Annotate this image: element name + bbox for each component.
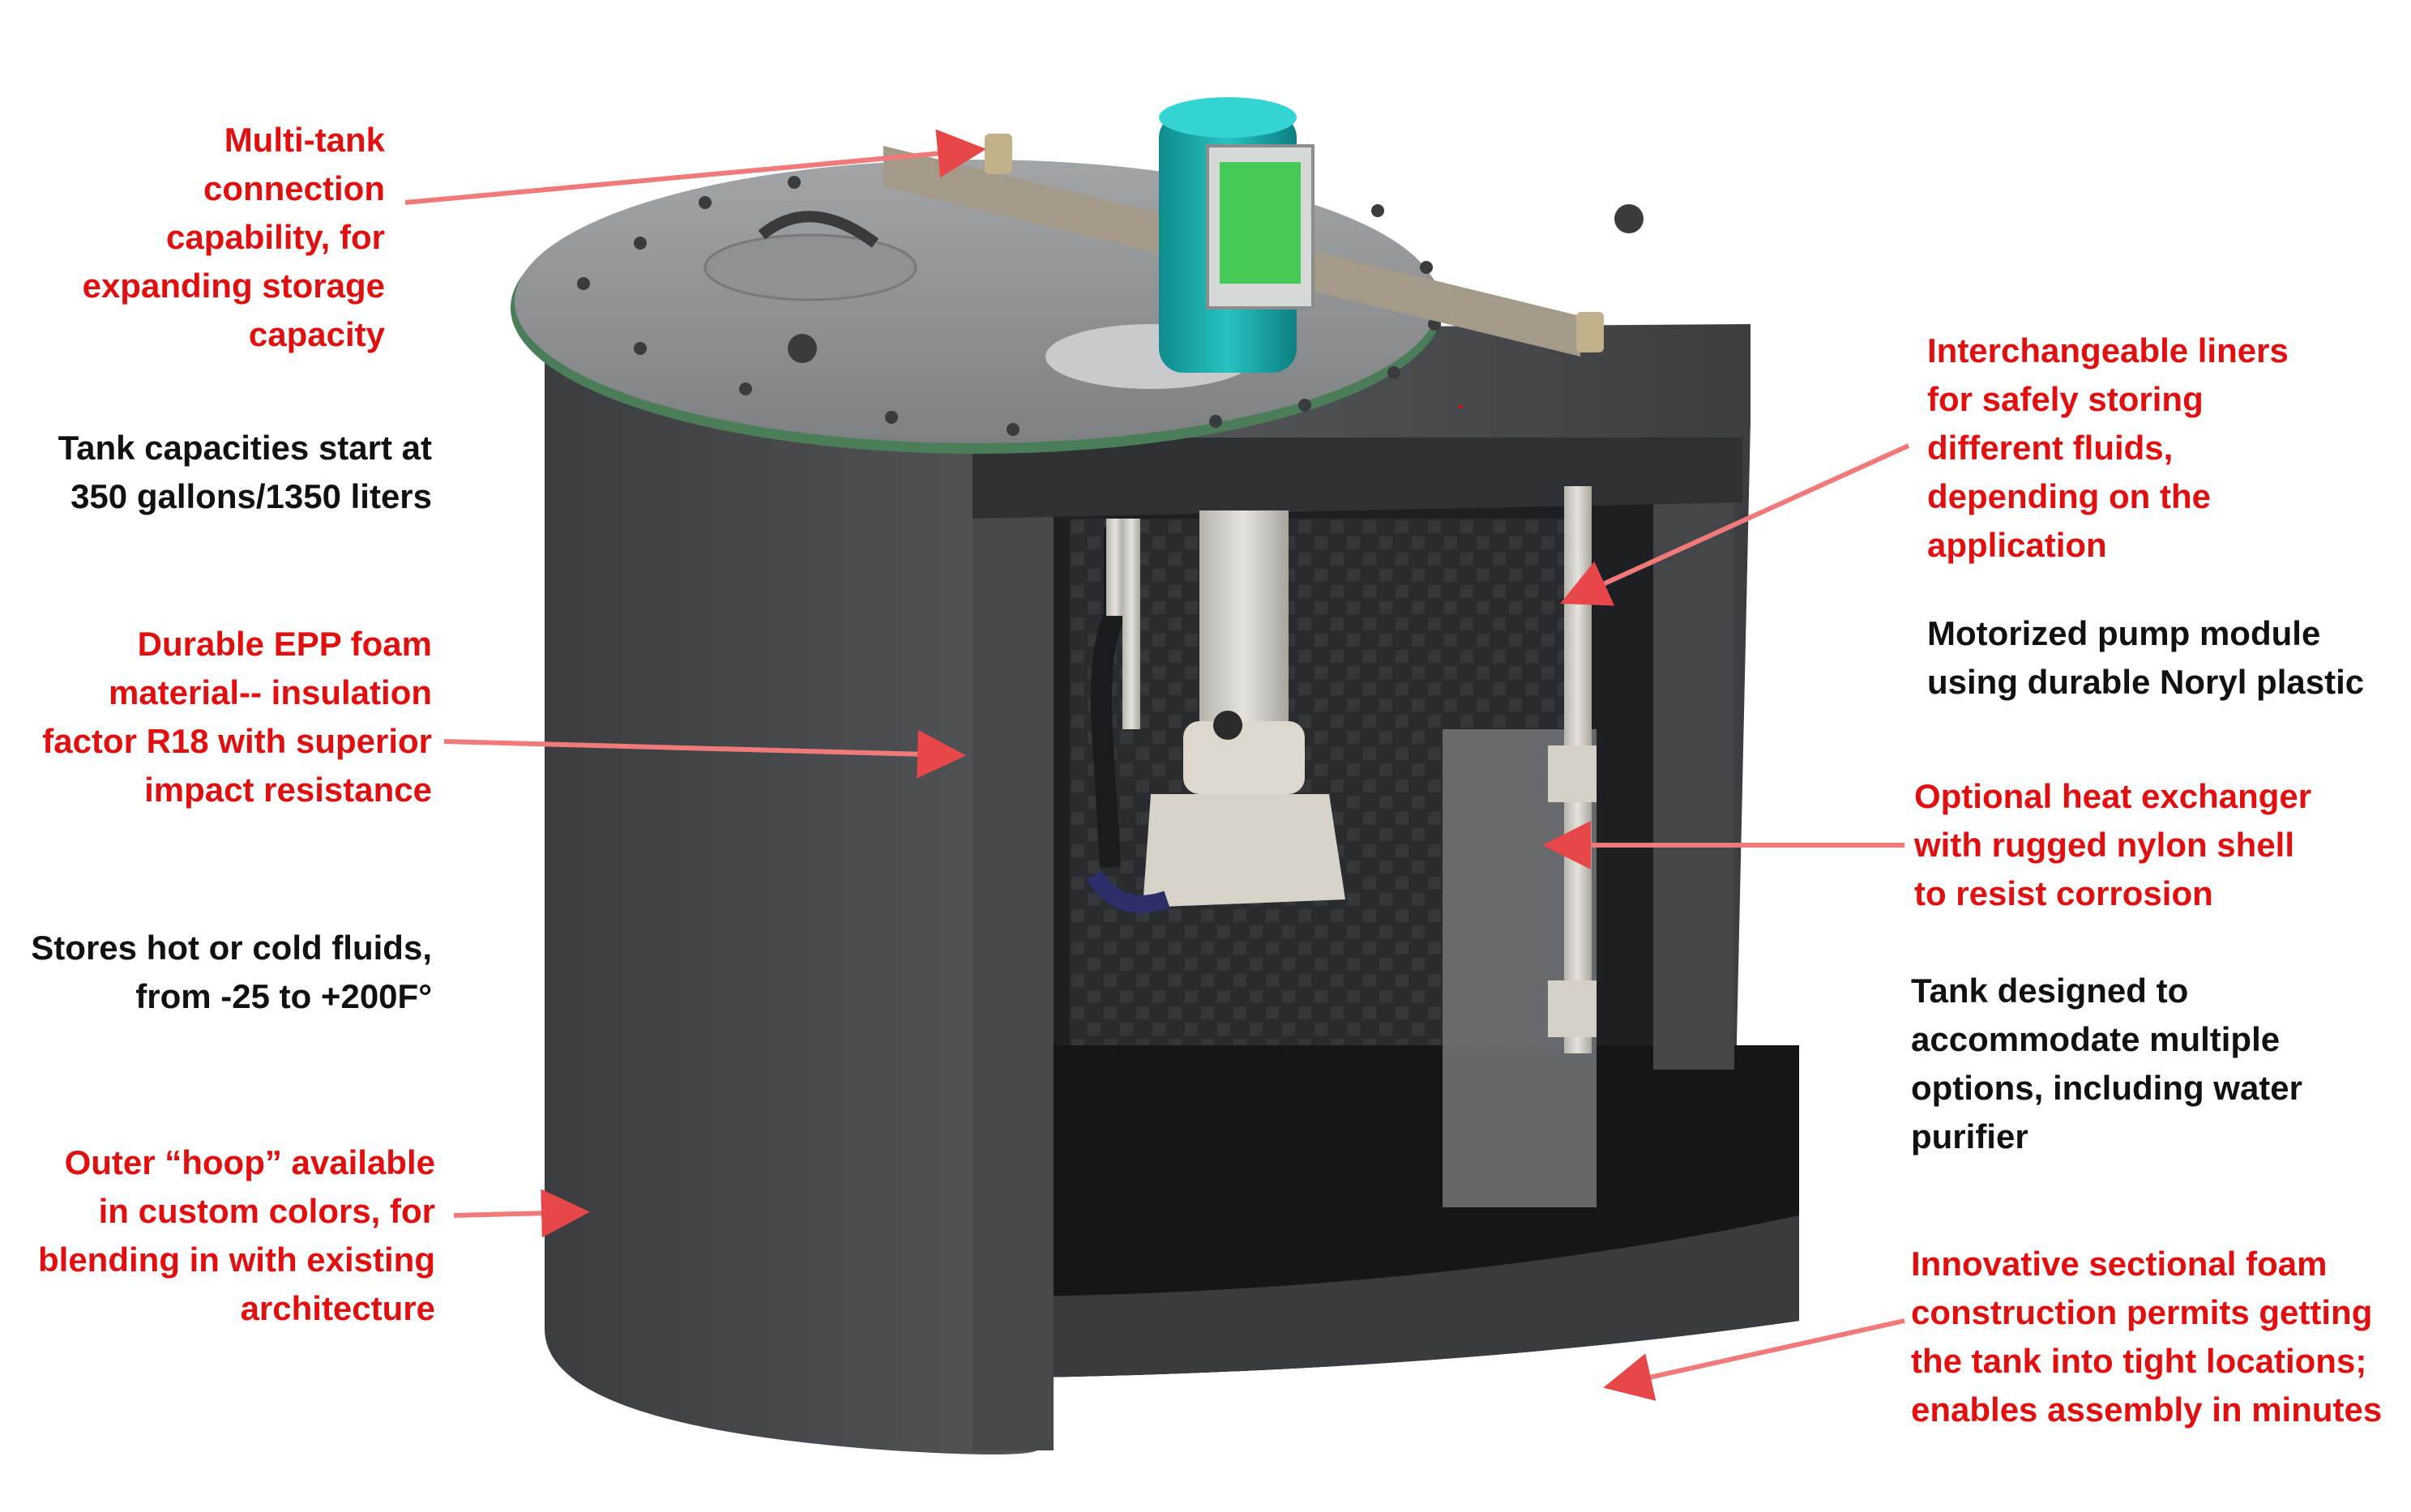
callout-arrows <box>404 129 1910 1401</box>
pump-housing <box>1183 721 1305 794</box>
motor-cap <box>1159 97 1297 138</box>
arrow-epp-foam <box>443 729 966 779</box>
label-sectional: Innovative sectional foam construction p… <box>1911 1245 2383 1429</box>
pipe-fitting <box>1548 745 1597 802</box>
label-options: Tank designed to accommodate multiple op… <box>1911 972 2302 1155</box>
return-hose <box>1091 527 1125 868</box>
label-pump: Motorized pump module using durable Nory… <box>1927 614 2365 701</box>
pump-impeller <box>1143 794 1345 908</box>
label-epp-foam: Durable EPP foam material-- insulation f… <box>42 625 432 809</box>
label-hoop: Outer “hoop” available in custom colors,… <box>38 1143 435 1327</box>
tank-rim <box>973 438 1742 519</box>
dip-tube <box>1122 519 1140 729</box>
arrow-sectional <box>1603 1318 1905 1401</box>
lid-handle <box>758 211 879 248</box>
label-multi-tank: Multi-tank connection capability, for ex… <box>82 121 385 353</box>
label-capacities: Tank capacities start at 350 gallons/135… <box>58 429 432 515</box>
pipe-fitting <box>1548 980 1597 1037</box>
lid-access-plate <box>703 233 917 301</box>
dip-tube <box>1106 519 1124 616</box>
cut-wall-right <box>1653 454 1734 1070</box>
label-temps: Stores hot or cold fluids, from -25 to +… <box>31 929 432 1015</box>
label-liners: Interchangeable liners for safely storin… <box>1927 331 2289 564</box>
arrow-hoop <box>453 1189 590 1238</box>
control-board <box>1220 162 1301 284</box>
pump-port <box>1213 711 1242 740</box>
intake-hose <box>1086 869 1170 913</box>
floor-section <box>1037 1215 1799 1377</box>
arrow-liners <box>1560 443 1910 606</box>
arrow-multi-tank <box>404 129 986 205</box>
label-heat-exchanger: Optional heat exchanger with rugged nylo… <box>1914 777 2312 912</box>
red-mark <box>1459 405 1462 408</box>
lid-bolt-holes <box>577 176 1644 436</box>
cut-wall-left <box>973 438 1054 1450</box>
